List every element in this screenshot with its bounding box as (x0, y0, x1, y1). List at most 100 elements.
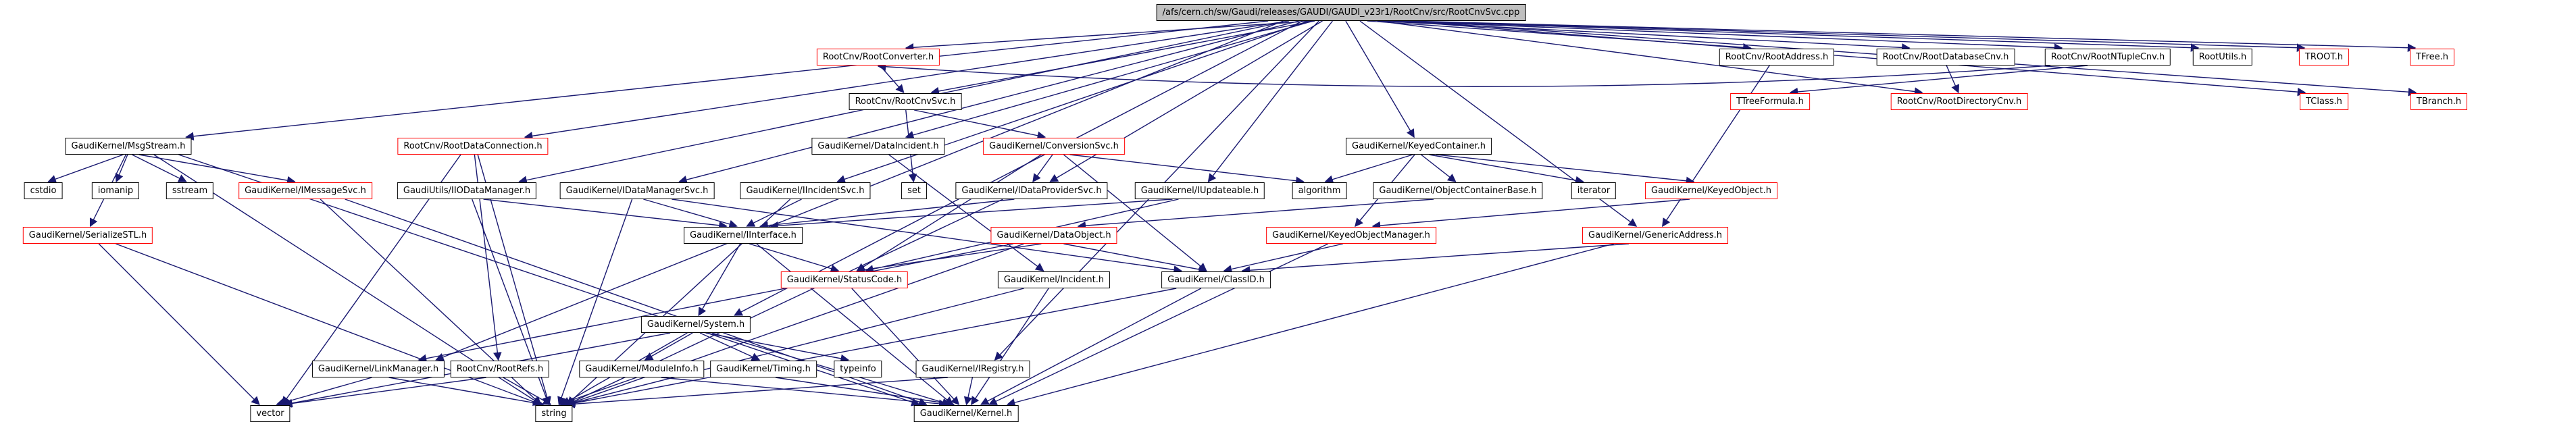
edge-RootConverter-to-RootCnvSvc (879, 65, 905, 94)
edge-ConversionSvc-to-algorithm (1069, 154, 1305, 185)
node-RootNTupleCnv[interactable]: RootCnv/RootNTupleCnv.h (2044, 49, 2171, 66)
node-MsgStream[interactable]: GaudiKernel/MsgStream.h (65, 138, 192, 155)
edge-main-to-TFree (1406, 20, 2417, 52)
node-IRegistry[interactable]: GaudiKernel/IRegistry.h (915, 361, 1030, 377)
node-RootCnvSvc[interactable]: RootCnv/RootCnvSvc.h (849, 93, 962, 110)
edge-KeyedContainer-to-iterator (1429, 154, 1584, 185)
node-RootRefs[interactable]: RootCnv/RootRefs.h (450, 361, 550, 377)
edge-KeyedContainer-to-ObjectContainerBase (1421, 154, 1457, 182)
edge-DataObject-to-string (566, 243, 1024, 407)
edge-main-to-RootDirectoryCnv (1378, 20, 1923, 96)
node-RootDirectoryCnv[interactable]: RootCnv/RootDirectoryCnv.h (1890, 93, 2028, 110)
edge-GenericAddress-to-Kernel (1006, 243, 1614, 407)
edge-RootNTupleCnv-to-RootConverter (877, 62, 2051, 87)
edge-LinkManager-to-vector (276, 377, 372, 407)
node-LinkManager[interactable]: GaudiKernel/LinkManager.h (311, 361, 445, 377)
edge-System-to-Timing (699, 332, 761, 361)
edge-MsgStream-to-iomanip (115, 154, 128, 183)
edge-ConversionSvc-to-StatusCode (856, 154, 1042, 271)
edge-MsgStream-to-IMessageSvc (138, 154, 296, 185)
node-KeyedContainer[interactable]: GaudiKernel/KeyedContainer.h (1346, 138, 1492, 155)
edge-RootAddress-to-GenericAddress (1662, 65, 1770, 228)
node-ModuleInfo[interactable]: GaudiKernel/ModuleInfo.h (579, 361, 705, 377)
node-KeyedObject[interactable]: GaudiKernel/KeyedObject.h (1645, 182, 1777, 199)
node-TClass[interactable]: TClass.h (2300, 93, 2348, 110)
edge-SerializeSTL-to-vector (98, 243, 260, 405)
node-Timing[interactable]: GaudiKernel/Timing.h (710, 361, 817, 377)
node-IDataManagerSvc[interactable]: GaudiKernel/IDataManagerSvc.h (559, 182, 715, 199)
node-Kernel[interactable]: GaudiKernel/Kernel.h (913, 405, 1019, 422)
edge-IDataManagerSvc-to-IInterface (643, 199, 738, 228)
edge-KeyedObjectManager-to-Kernel (988, 243, 1329, 405)
node-set: set (901, 182, 927, 199)
node-IIncidentSvc[interactable]: GaudiKernel/IIncidentSvc.h (740, 182, 871, 199)
node-string: string (535, 405, 573, 422)
edge-main-to-System (734, 20, 1303, 316)
edge-IDataProviderSvc-to-IInterface (759, 199, 1015, 230)
node-main: /afs/cern.ch/sw/Gaudi/releases/GAUDI/GAU… (1156, 4, 1526, 21)
edge-main-to-RootDataConnection (524, 20, 1290, 140)
edge-IRegistry-to-string (566, 377, 948, 409)
edge-DataObject-to-ClassID (1063, 243, 1207, 274)
edge-main-to-IDataManagerSvc (678, 20, 1299, 184)
edge-main-to-RootConverter (905, 20, 1313, 52)
node-StatusCode[interactable]: GaudiKernel/StatusCode.h (780, 271, 909, 288)
edge-RootNTupleCnv-to-TTreeFormula (1789, 65, 2088, 97)
edge-IUpdateable-to-IInterface (769, 199, 1173, 230)
node-IUpdateable[interactable]: GaudiKernel/IUpdateable.h (1134, 182, 1265, 199)
node-RootAddress[interactable]: RootCnv/RootAddress.h (1719, 49, 1835, 66)
edge-KeyedObjectManager-to-ClassID (1223, 243, 1344, 273)
edge-RootRefs-to-vector (283, 377, 486, 408)
node-typeinfo: typeinfo (834, 361, 882, 377)
edge-DataIncident-to-Incident (888, 154, 1044, 271)
node-TBranch[interactable]: TBranch.h (2410, 93, 2468, 110)
node-DataObject[interactable]: GaudiKernel/DataObject.h (990, 227, 1117, 244)
edge-main-to-RootUtils (1394, 20, 2200, 52)
node-RootDatabaseCnv[interactable]: RootCnv/RootDatabaseCnv.h (1876, 49, 2015, 66)
edge-main-to-TROOT (1400, 20, 2306, 52)
edge-IIODataManager-to-IInterface (483, 199, 728, 230)
node-KeyedObjectManager[interactable]: GaudiKernel/KeyedObjectManager.h (1266, 227, 1436, 244)
edge-IDataManagerSvc-to-string (557, 199, 633, 406)
node-TFree[interactable]: TFree.h (2410, 49, 2454, 66)
edge-group (47, 20, 2417, 409)
edge-main-to-TClass (1400, 20, 2306, 97)
node-ObjectContainerBase[interactable]: GaudiKernel/ObjectContainerBase.h (1373, 182, 1543, 199)
node-DataIncident[interactable]: GaudiKernel/DataIncident.h (811, 138, 945, 155)
node-SerializeSTL[interactable]: GaudiKernel/SerializeSTL.h (22, 227, 153, 244)
edge-RootCnvSvc-to-ConversionSvc (914, 109, 1046, 140)
node-iomanip: iomanip (91, 182, 140, 199)
edge-IIncidentSvc-to-IInterface (746, 199, 802, 227)
node-ConversionSvc[interactable]: GaudiKernel/ConversionSvc.h (983, 138, 1125, 155)
node-RootUtils[interactable]: RootUtils.h (2192, 49, 2253, 66)
node-TTreeFormula[interactable]: TTreeFormula.h (1730, 93, 1810, 110)
edge-RootDatabaseCnv-to-RootDirectoryCnv (1946, 65, 1960, 94)
node-ClassID[interactable]: GaudiKernel/ClassID.h (1161, 271, 1271, 288)
node-IIODataManager[interactable]: GaudiUtils/IIODataManager.h (397, 182, 537, 199)
node-GenericAddress[interactable]: GaudiKernel/GenericAddress.h (1582, 227, 1728, 244)
node-TROOT[interactable]: TROOT.h (2298, 49, 2350, 66)
node-Incident[interactable]: GaudiKernel/Incident.h (997, 271, 1111, 288)
edge-KeyedContainer-to-algorithm (1324, 154, 1413, 184)
edge-main-to-IDataProviderSvc (1049, 20, 1323, 182)
edge-ObjectContainerBase-to-DataObject (1077, 199, 1434, 230)
edge-IInterface-to-System (698, 243, 741, 317)
node-RootDataConnection[interactable]: RootCnv/RootDataConnection.h (397, 138, 549, 155)
edge-IRegistry-to-Kernel (963, 377, 974, 406)
node-System[interactable]: GaudiKernel/System.h (640, 316, 751, 333)
edge-main-to-RootNTupleCnv (1387, 20, 2063, 52)
node-vector: vector (250, 405, 291, 422)
node-sstream: sstream (166, 182, 214, 199)
edge-StatusCode-to-Kernel (851, 288, 960, 406)
node-iterator: iterator (1571, 182, 1617, 199)
node-IDataProviderSvc[interactable]: GaudiKernel/IDataProviderSvc.h (955, 182, 1108, 199)
edge-System-to-ModuleInfo (644, 332, 693, 361)
edge-ModuleInfo-to-Kernel (661, 377, 948, 409)
node-IInterface[interactable]: GaudiKernel/IInterface.h (684, 227, 803, 244)
edge-ConversionSvc-to-IDataProviderSvc (1032, 154, 1053, 183)
node-IMessageSvc[interactable]: GaudiKernel/IMessageSvc.h (238, 182, 372, 199)
node-RootConverter[interactable]: RootCnv/RootConverter.h (816, 49, 940, 66)
edge-main-to-KeyedContainer (1345, 20, 1415, 138)
edge-KeyedContainer-to-KeyedObject (1436, 154, 1695, 186)
